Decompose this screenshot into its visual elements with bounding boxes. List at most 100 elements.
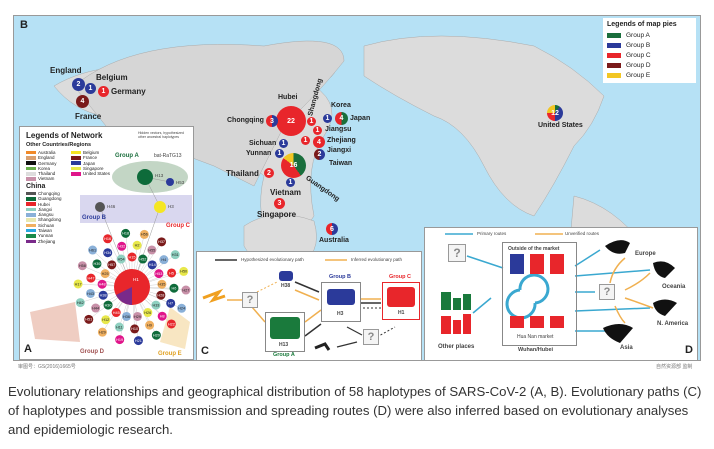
panel-b-letter: B — [20, 19, 28, 31]
legend-label: Korea — [38, 165, 51, 171]
haplotype-node — [103, 248, 113, 258]
h1-label: H1 — [398, 310, 405, 316]
legend-label: Group D — [626, 61, 651, 69]
pie-germany: 1 — [98, 86, 109, 97]
haplotype-node — [73, 279, 83, 289]
legend-swatch — [26, 218, 36, 222]
other-regions-title: Other Countries/Regions — [26, 142, 92, 148]
legend-swatch — [26, 191, 36, 196]
legend-item: Australia — [26, 150, 71, 155]
haplotype-node — [121, 311, 131, 321]
legend-label: Yunnan — [38, 233, 54, 239]
haplotype-node — [151, 300, 161, 310]
pie-guangdong: 16 — [281, 153, 306, 178]
legend-swatch — [26, 177, 36, 181]
legend-swatch — [26, 172, 36, 176]
haplotype-node — [88, 245, 98, 255]
haplotype-label: H30 — [105, 303, 112, 307]
legend-swatch — [26, 213, 36, 217]
legend-label: Shangdong — [38, 217, 62, 223]
pie-vietnam: 1 — [286, 178, 295, 187]
unknown-intermediate-icon: ? — [363, 329, 379, 345]
haplotype-label: H39 — [93, 262, 100, 266]
h38-label: H38 — [281, 283, 291, 289]
haplotype-node — [157, 279, 167, 289]
haplotype-node — [145, 320, 155, 330]
legend-label: Thailand — [38, 171, 56, 177]
haplotype-node — [154, 269, 164, 279]
legend-unverified: Unverified routes — [565, 231, 600, 236]
legend-item: Chongqing — [26, 191, 76, 196]
haplotype-label: H37 — [158, 240, 165, 244]
haplotype-node — [177, 303, 187, 313]
pie-taiwan: 2 — [314, 149, 325, 160]
haplotype-node — [133, 311, 143, 321]
haplotype-label: H17 — [75, 282, 82, 286]
group-a-label: Group A — [273, 352, 295, 358]
europe-label: Europe — [635, 251, 656, 257]
haplotype-label: H54 — [118, 257, 125, 261]
other-places-label: Other places — [438, 344, 475, 350]
bat-label: bat-RaTG13 — [154, 153, 182, 159]
haplotype-label: H55 — [148, 248, 155, 252]
people-icon-h1 — [387, 287, 415, 307]
legend-swatch — [71, 166, 81, 171]
panel-c-letter: C — [201, 345, 209, 357]
haplotype-node — [115, 335, 125, 345]
haplotype-node — [117, 241, 127, 251]
map-approval-credit: 审图号：GS(2016)1665号 — [18, 364, 76, 370]
pie-japan: 4 — [335, 112, 348, 125]
legend-item: Hubei — [26, 202, 76, 207]
haplotype-node — [97, 279, 107, 289]
haplotype-node — [179, 266, 189, 276]
haplotype-node — [84, 314, 94, 324]
pie-jiangsu: 1 — [313, 126, 322, 135]
haplotype-label: H53 — [155, 272, 162, 276]
label-jiangsu: Jiangsu — [325, 126, 352, 133]
haplotype-label: H52 — [139, 257, 146, 261]
label-united-states: United States — [538, 122, 583, 129]
legend-swatch — [71, 172, 81, 176]
asia-label: Asia — [620, 345, 633, 351]
haplotype-label: H25 — [102, 272, 109, 276]
haplotype-label: H57 — [108, 263, 115, 267]
haplotype-label: H34 — [104, 251, 111, 255]
legend-label: England — [38, 155, 55, 161]
haplotype-label: H4 — [161, 258, 166, 262]
haplotype-label: H35 — [158, 283, 165, 287]
haplotype-node — [166, 319, 176, 329]
haplotype-label: H36 — [123, 315, 130, 319]
haplotype-label: H48 — [99, 283, 106, 287]
haplotype-label: H27 — [182, 288, 189, 292]
legend-label: Hubei — [38, 201, 50, 207]
haplotype-label: H11 — [116, 325, 123, 329]
legend-swatch — [26, 161, 36, 165]
wuhan-label: Wuhan/Hubei — [518, 347, 554, 353]
legend-label: Chongqing — [38, 191, 60, 196]
legend-swatch — [607, 42, 621, 48]
group-a-label: Group A — [115, 153, 139, 159]
haplotype-node — [132, 240, 142, 250]
haplotype-label: H2 — [135, 244, 140, 248]
legend-swatch — [71, 156, 81, 160]
haplotype-label: H45 — [113, 311, 120, 315]
legend-label: Zhejiang — [38, 238, 56, 244]
panel-a-letter: A — [24, 343, 32, 355]
haplotype-label: H22 — [168, 322, 175, 326]
legend-item: Group C — [607, 50, 692, 60]
group-d-label: Group D — [80, 349, 104, 355]
legend-item: England — [26, 155, 71, 160]
panel-d-transmission-routes: Primary routes Unverified routes ? Outsi… — [424, 227, 698, 360]
haplotype-label: H16 — [104, 237, 111, 241]
hub-h3 — [154, 201, 166, 213]
label-singapore: Singapore — [257, 210, 297, 219]
legend-label: Belgium — [83, 150, 100, 155]
label-belgium: Belgium — [96, 73, 128, 82]
haplotype-label: H50 — [180, 270, 187, 274]
haplotype-node — [75, 298, 85, 308]
panel-d-letter: D — [685, 344, 693, 356]
haplotype-label: H19 — [116, 338, 123, 342]
source-credit: 自然资源部 监制 — [656, 364, 693, 370]
legend-swatch — [607, 32, 621, 38]
